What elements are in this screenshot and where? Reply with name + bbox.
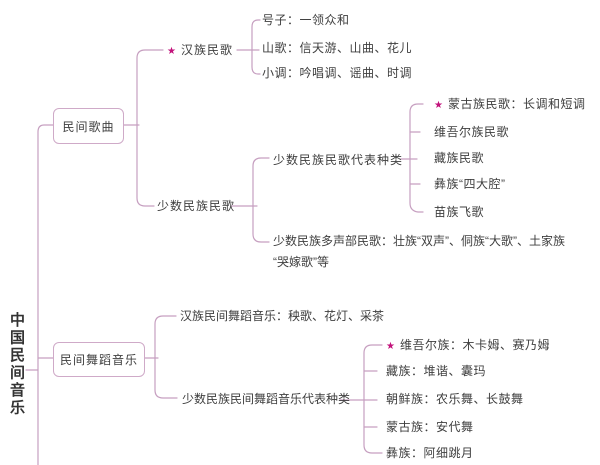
leaf-uyghur-folksong: 维吾尔族民歌 — [434, 125, 510, 139]
node-han-dance-label: 汉族民间舞蹈音乐：秧歌、花灯、采茶 — [180, 309, 385, 323]
leaf-uyghur-dance-label: 维吾尔族：木卡姆、赛乃姆 — [399, 338, 550, 352]
han-song-bracket — [251, 19, 261, 75]
dance-rep-bracket — [363, 344, 383, 454]
node-folk-dance-box: 民间舞蹈音乐 — [53, 342, 145, 377]
leaf-haozi: 号子：一领众和 — [262, 13, 350, 27]
leaf-xiaodiao: 小调：吟唱调、谣曲、时调 — [262, 66, 413, 80]
leaf-korean-dance: 朝鲜族：农乐舞、长鼓舞 — [386, 392, 524, 406]
node-han-folksong: ★ 汉族民歌 — [167, 43, 233, 59]
trunk-line — [37, 124, 54, 465]
node-han-folksong-label: 汉族民歌 — [180, 43, 233, 57]
leaf-yi-folksong: 彝族“四大腔” — [434, 177, 506, 191]
star-icon: ★ — [386, 340, 395, 352]
node-minority-folksong-label: 少数民族民歌 — [157, 199, 236, 213]
leaf-tibetan-folksong: 藏族民歌 — [434, 151, 485, 165]
leaf-shange: 山歌：信天游、山曲、花儿 — [262, 41, 413, 55]
leaf-tibetan-dance: 藏族：堆谐、囊玛 — [386, 364, 487, 378]
node-folk-song-box: 民间歌曲 — [53, 108, 124, 144]
star-icon: ★ — [434, 99, 443, 111]
leaf-miao-folksong: 苗族飞歌 — [434, 205, 485, 219]
song-bracket — [136, 49, 164, 207]
leaf-yi-dance: 彝族：阿细跳月 — [386, 446, 474, 460]
node-folk-song-label: 民间歌曲 — [62, 119, 115, 134]
node-polyphonic-folksong-line2: “哭嫁歌”等 — [273, 255, 329, 269]
node-dance-rep-label: 少数民族民间舞蹈音乐代表种类 — [182, 392, 351, 406]
dance-bracket — [154, 315, 178, 399]
node-folk-dance-label: 民间舞蹈音乐 — [59, 353, 138, 367]
leaf-mongolian-folksong-label: 蒙古族民歌：长调和短调 — [447, 97, 586, 111]
node-polyphonic-folksong-line1: 少数民族多声部民歌：壮族“双声”、侗族“大歌”、土家族 — [273, 234, 565, 248]
leaf-uyghur-dance: ★ 维吾尔族：木卡姆、赛乃姆 — [386, 338, 550, 354]
minority-rep-bracket — [409, 103, 424, 213]
star-icon: ★ — [167, 45, 176, 57]
leaf-mongolian-folksong: ★ 蒙古族民歌：长调和短调 — [434, 97, 585, 113]
leaf-mongolian-dance: 蒙古族：安代舞 — [386, 420, 474, 434]
node-polyphonic-folksong: 少数民族多声部民歌：壮族“双声”、侗族“大歌”、土家族 “哭嫁歌”等 — [273, 231, 565, 273]
minority-song-bracket — [252, 157, 270, 243]
root-node-label: 中国民间音乐 — [8, 312, 25, 417]
node-minority-rep-label: 少数民族民歌代表种类 — [273, 153, 404, 167]
